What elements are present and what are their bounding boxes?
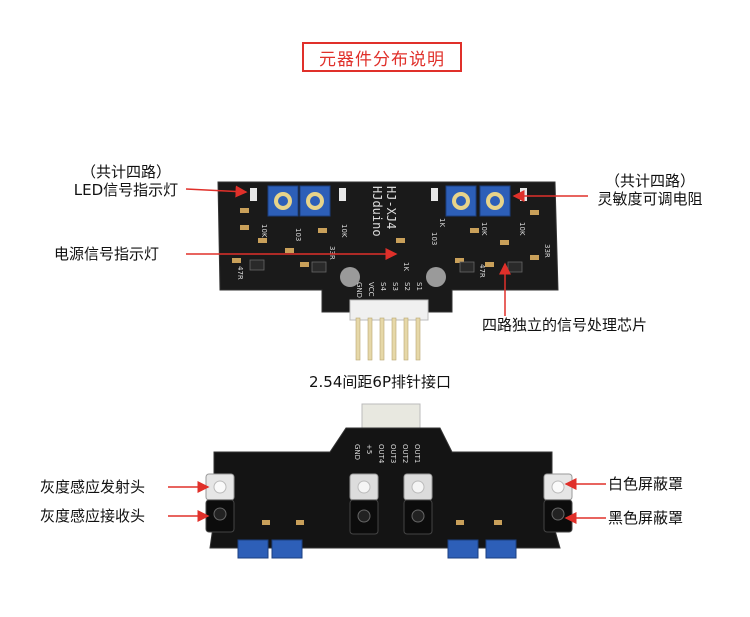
bottom-connector <box>361 403 421 431</box>
pin-label: S2 <box>403 282 411 291</box>
mount-hole-left <box>340 267 360 287</box>
bottom-smd-parts <box>262 520 502 525</box>
bottom-board: GND +5 OUT4 OUT3 OUT2 OUT1 <box>205 403 573 559</box>
silk-value: 47R <box>236 266 244 280</box>
pot-3 <box>445 185 477 217</box>
silk-model-line1: HJ-XJ4 <box>384 186 398 229</box>
silk-value: 10K <box>480 222 488 236</box>
silk-values: 10K 10K 1K 10K 10K 33R 33R 47R 47R 1K 10… <box>236 218 551 280</box>
led-signal-label: （共计四路） LED信号指示灯 <box>73 163 179 199</box>
pot-2 <box>299 185 331 217</box>
sensitivity-label: （共计四路） 灵敏度可调电阻 <box>597 172 703 208</box>
bottom-pin-labels: GND +5 OUT4 OUT3 OUT2 OUT1 <box>353 444 421 464</box>
chips <box>249 259 523 273</box>
power-led-label: 电源信号指示灯 <box>54 245 160 263</box>
silk-value: 1K <box>402 262 410 271</box>
silk-value: 47R <box>478 264 486 278</box>
bottom-pin-label: GND <box>353 444 361 460</box>
page-title: 元器件分布说明 <box>302 42 462 72</box>
silk-model-line2: HJduino <box>370 186 384 237</box>
bottom-pin-label: OUT1 <box>413 444 421 463</box>
top-board: HJ-XJ4 HJduino 10K 10K 1K 10K 10K 33R 33… <box>217 181 559 361</box>
white-shield-label: 白色屏蔽罩 <box>608 475 684 493</box>
pin-label: VCC <box>367 282 375 297</box>
chip-label: 四路独立的信号处理芯片 <box>482 316 648 334</box>
silk-value: 10K <box>340 224 348 238</box>
silk-value: 10K <box>260 224 268 238</box>
led-3 <box>431 188 438 201</box>
led-2 <box>339 188 346 201</box>
silk-value: 10K <box>518 222 526 236</box>
silk-value: 103 <box>294 228 302 241</box>
silk-value: 33R <box>543 244 551 258</box>
bottom-pin-label: OUT4 <box>377 444 385 464</box>
sensor-1 <box>205 473 235 533</box>
black-shield-label: 黑色屏蔽罩 <box>608 509 684 527</box>
led-1 <box>250 188 257 201</box>
arrow-led-signal <box>185 185 248 198</box>
sensor-3 <box>403 473 433 535</box>
pin-label: S3 <box>391 282 399 291</box>
pin-header <box>349 299 429 361</box>
annotation-arrows <box>168 185 606 524</box>
pin-label: S1 <box>415 282 423 291</box>
header-label: 2.54间距6P排针接口 <box>309 373 451 391</box>
sensor-4 <box>543 473 573 533</box>
silk-value: 33R <box>328 246 336 260</box>
led-4 <box>520 188 527 201</box>
emitter-label: 灰度感应发射头 <box>40 478 146 496</box>
bottom-pin-label: OUT3 <box>389 444 397 463</box>
sensor-2 <box>349 473 379 535</box>
pin-label: S4 <box>379 282 387 291</box>
smd-parts <box>232 208 539 267</box>
silk-value: 103 <box>430 232 438 245</box>
pot-4 <box>479 185 511 217</box>
receiver-label: 灰度感应接收头 <box>40 507 146 525</box>
bottom-pin-label: OUT2 <box>401 444 409 463</box>
pot-1 <box>267 185 299 217</box>
pin-label: GND <box>355 282 363 298</box>
bottom-pin-label: +5 <box>365 444 373 454</box>
pin-labels: GND VCC S4 S3 S2 S1 <box>355 282 423 298</box>
silk-value: 1K <box>438 218 446 227</box>
bottom-pcb <box>209 427 561 549</box>
bottom-pots <box>237 539 517 559</box>
mount-hole-right <box>426 267 446 287</box>
